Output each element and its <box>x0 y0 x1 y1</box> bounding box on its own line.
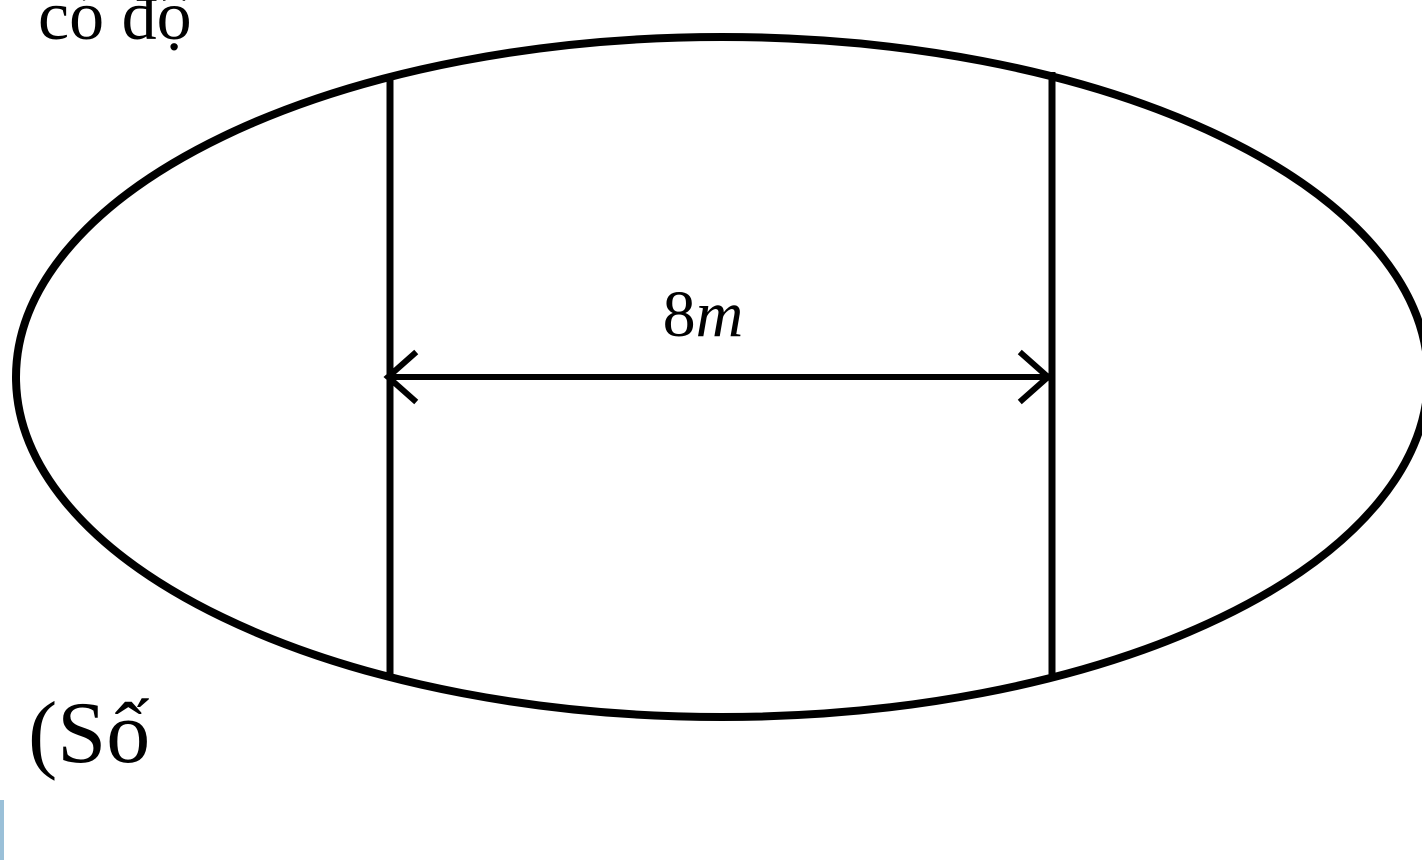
dimension-unit: m <box>696 278 744 351</box>
ellipse-outline <box>12 33 1422 721</box>
left-arrowhead <box>383 349 419 405</box>
cropped-text-bottom: (Số <box>28 685 151 782</box>
ellipse-figure: 8m <box>12 33 1422 721</box>
dimension-label: 8m <box>663 278 744 351</box>
cropped-edge-mark <box>0 800 4 860</box>
cropped-text-top: có độ <box>38 0 192 55</box>
dimension-value: 8 <box>663 278 696 351</box>
right-arrowhead <box>1017 349 1053 405</box>
